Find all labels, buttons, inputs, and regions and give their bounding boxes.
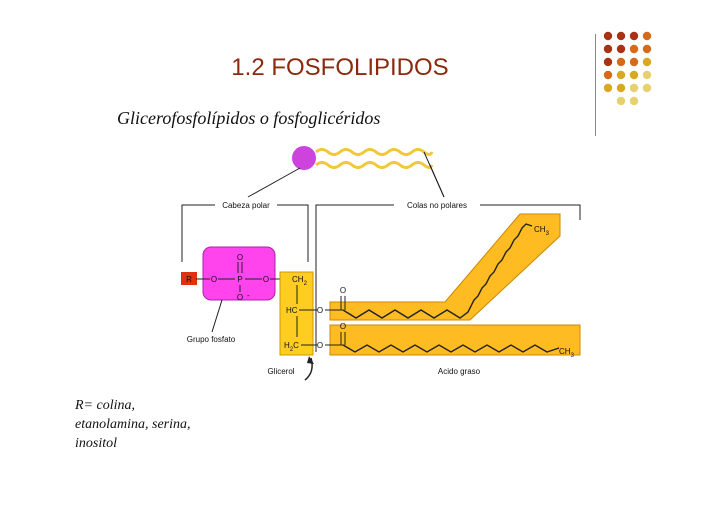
label-glicerol: Glicerol xyxy=(267,367,294,376)
atom-ester-o2: O xyxy=(317,341,323,350)
chain-lower xyxy=(342,344,560,353)
phosphate-pointer xyxy=(211,299,223,333)
decorative-dot xyxy=(616,70,626,80)
decorative-dot xyxy=(603,44,613,54)
r-note-line-3: inositol xyxy=(75,436,118,451)
r-group-box xyxy=(181,272,197,285)
chain-upper xyxy=(342,223,533,319)
decorative-dot xyxy=(642,83,652,93)
decorative-dot xyxy=(629,31,639,41)
atom-o-minus: O xyxy=(237,293,243,302)
atom-o-right: O xyxy=(263,275,269,284)
tail-pointer-2 xyxy=(429,164,445,198)
polar-head-ball xyxy=(292,146,316,170)
phosphate-box xyxy=(202,246,276,301)
decorative-dot xyxy=(629,44,639,54)
decorative-dot xyxy=(603,83,613,93)
decorative-dot xyxy=(603,57,613,67)
atom-r: R xyxy=(186,275,192,284)
divider-line xyxy=(595,34,596,136)
tail-bracket-right xyxy=(480,204,581,220)
decorative-dot xyxy=(616,44,626,54)
atom-o-top: O xyxy=(237,253,243,262)
decorative-dot xyxy=(603,70,613,80)
decorative-dot xyxy=(603,31,613,41)
decorative-dot xyxy=(642,57,652,67)
decorative-dot xyxy=(642,44,652,54)
atom-o-left: O xyxy=(211,275,217,284)
slide-subtitle: Glicerofosfolípidos o fosfoglicéridos xyxy=(117,108,381,128)
r-note-line-1: R= colina, xyxy=(75,398,135,413)
minus-charge: - xyxy=(247,291,250,300)
tail-bracket-left xyxy=(315,204,394,352)
fatty-acid-lower xyxy=(329,324,581,356)
decorative-dot xyxy=(616,57,626,67)
label-acido-graso: Acido graso xyxy=(438,367,481,376)
tail-upper xyxy=(315,148,434,156)
atom-ch3-upper: CH3 xyxy=(534,225,550,237)
tail-lower xyxy=(315,161,434,169)
r-note-line-2: etanolamina, serina, xyxy=(75,417,191,432)
head-bracket-left xyxy=(181,204,215,262)
label-colas-no-polares: Colas no polares xyxy=(407,201,467,210)
r-group-note: R= colina, etanolamina, serina, inositol xyxy=(75,396,191,453)
decorative-dot-grid xyxy=(603,31,652,106)
atom-h2c: H2C xyxy=(284,341,299,353)
decorative-dot xyxy=(629,96,639,106)
head-bracket-right xyxy=(277,204,309,262)
decorative-dot xyxy=(616,83,626,93)
decorative-dot xyxy=(629,70,639,80)
label-cabeza-polar: Cabeza polar xyxy=(222,201,270,210)
decorative-dot xyxy=(616,96,626,106)
atom-ch2-top: CH2 xyxy=(292,275,308,287)
atom-ch3-lower: CH3 xyxy=(559,347,575,359)
slide-title: 1.2 FOSFOLIPIDOS xyxy=(231,54,449,81)
atom-hc: HC xyxy=(286,306,298,315)
decorative-dot xyxy=(642,31,652,41)
atom-carbonyl-o2: O xyxy=(340,322,346,331)
decorative-dot xyxy=(629,57,639,67)
decorative-dot xyxy=(616,31,626,41)
atom-p: P xyxy=(237,275,242,284)
decorative-dot xyxy=(642,70,652,80)
atom-carbonyl-o1: O xyxy=(340,286,346,295)
atom-ester-o1: O xyxy=(317,306,323,315)
head-pointer xyxy=(247,167,301,198)
fatty-acid-upper xyxy=(329,213,561,321)
label-grupo-fosfato: Grupo fosfato xyxy=(187,335,236,344)
decorative-dot xyxy=(629,83,639,93)
